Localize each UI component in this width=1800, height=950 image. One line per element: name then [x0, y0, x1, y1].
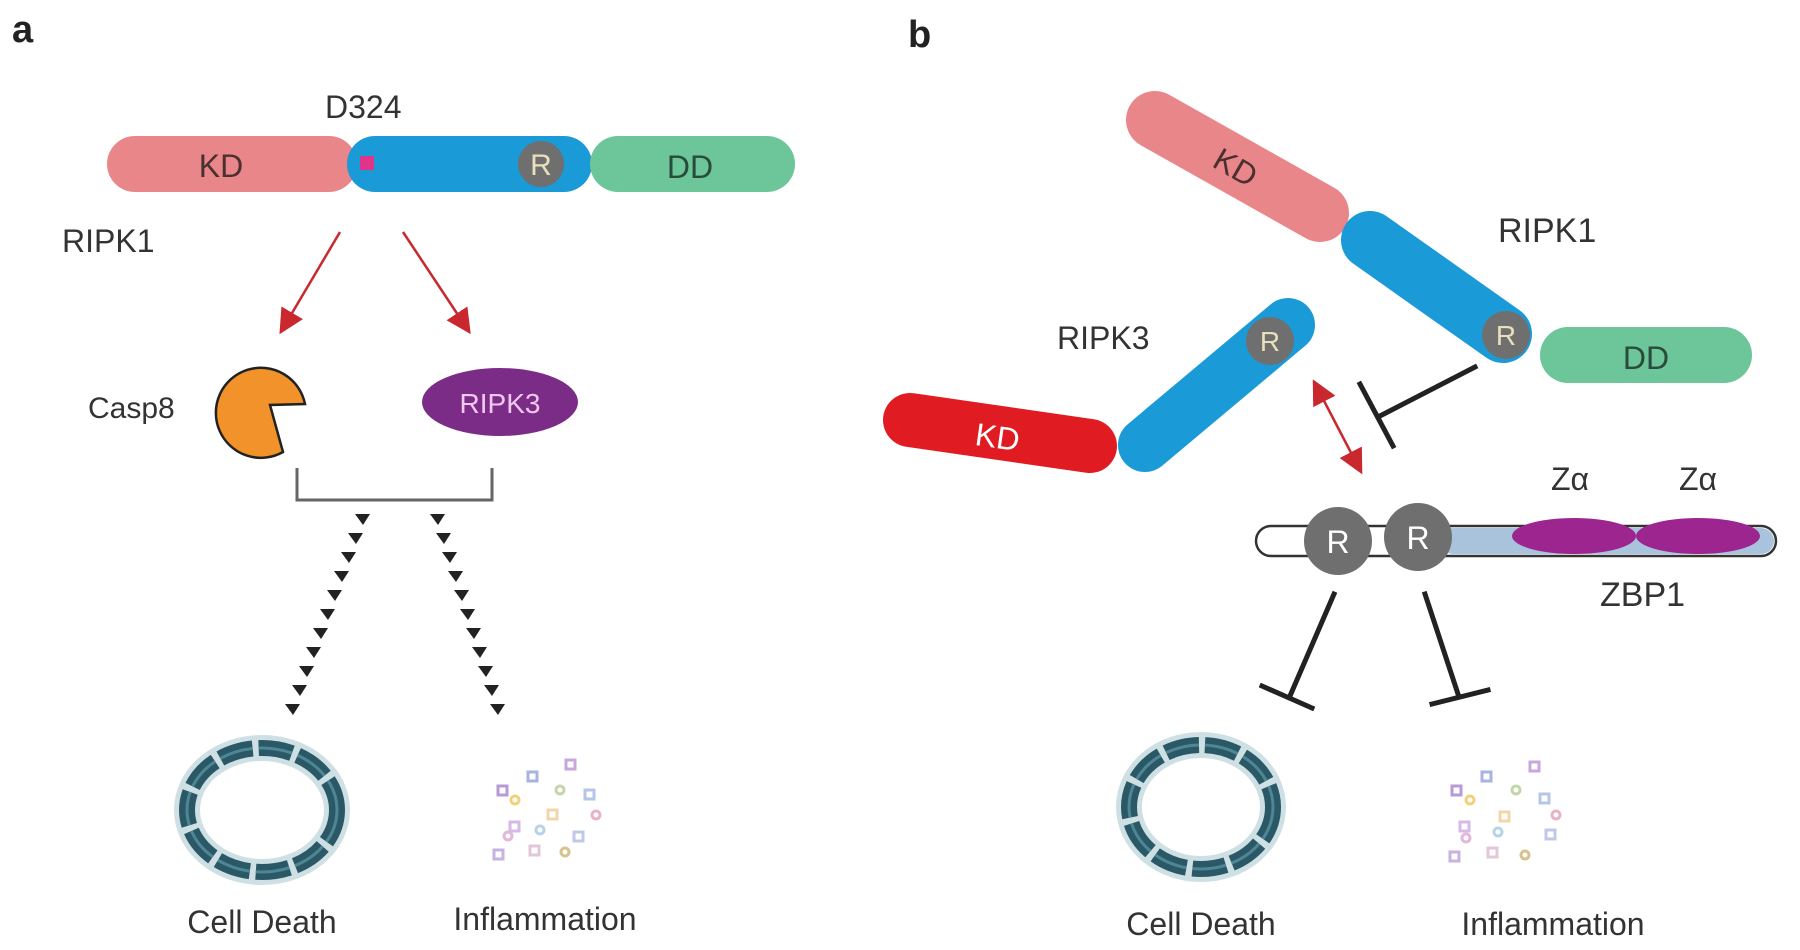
d324-marker — [360, 156, 374, 170]
zbp1-rhim-label-2: R — [1406, 520, 1429, 556]
ripk3-rhim-label: R — [1260, 326, 1280, 357]
zbp1-label: ZBP1 — [1600, 576, 1685, 614]
arrow-to-casp8 — [279, 231, 342, 335]
inflammation-label-b: Inflammation — [1461, 906, 1644, 942]
d324-label: D324 — [325, 89, 402, 125]
ripk1-diagonal: R KD — [1126, 91, 1532, 363]
ripk1-kd-domain-b — [1126, 91, 1349, 242]
cell-death-icon-b — [1116, 732, 1286, 882]
zbp1-inhibition-cell-death — [1258, 590, 1338, 712]
dd-label: DD — [667, 149, 713, 185]
ripk1-dd-domain-b — [1540, 327, 1752, 383]
cell-death-label: Cell Death — [187, 904, 336, 940]
panel-a: a D324 R KD DD RIPK1 Casp8 RIPK3 — [12, 9, 795, 940]
casp8-shape — [214, 366, 307, 460]
cell-death-icon — [174, 735, 350, 885]
rhim-circle — [518, 141, 564, 187]
za-label-1: Zα — [1551, 461, 1589, 497]
ripk1-rhim-label-b: R — [1496, 320, 1516, 351]
ripk1-kd-domain — [107, 136, 357, 192]
chevron-arrow-inflammation — [430, 514, 505, 715]
zbp1-rhim-circle-2 — [1384, 503, 1452, 571]
rhim-label: R — [530, 149, 552, 182]
cell-death-label-b: Cell Death — [1126, 906, 1275, 942]
ripk3-kd-label: KD — [973, 416, 1022, 458]
ripk3-ellipse — [422, 368, 578, 436]
zbp1-rhim-label-1: R — [1326, 524, 1349, 560]
kd-label: KD — [199, 148, 243, 184]
ripk1-linear: R KD DD — [107, 136, 795, 192]
red-double-arrow — [1312, 379, 1363, 475]
ripk3-bent: R KD — [883, 298, 1315, 473]
panel-b-letter: b — [908, 14, 931, 56]
bracket — [295, 468, 494, 502]
ripk1-dd-label-b: DD — [1623, 340, 1669, 376]
chevron-arrow-cell-death — [285, 514, 370, 715]
inflammation-label: Inflammation — [453, 901, 636, 937]
zbp1-rhim-circle-1 — [1304, 507, 1372, 575]
casp8-label: Casp8 — [88, 392, 175, 425]
zbp1-inhibition-inflammation — [1421, 590, 1492, 708]
inflammation-icon — [492, 758, 602, 861]
za-label-2: Zα — [1679, 461, 1717, 497]
panel-a-letter: a — [12, 9, 34, 51]
za-domain-2 — [1636, 518, 1760, 554]
ripk3-label-b: RIPK3 — [1057, 320, 1149, 356]
ripk1-label: RIPK1 — [62, 223, 154, 259]
ripk1-inhibition-bar — [1356, 363, 1479, 450]
zbp1: R R — [1254, 503, 1778, 575]
inflammation-icon-b — [1448, 760, 1562, 863]
ripk1-rhim-circle-b — [1482, 311, 1530, 359]
panel-b: b R KD RIPK1 DD RIPK3 R KD — [883, 14, 1778, 942]
ripk1-dd-domain — [590, 136, 795, 192]
ripk1-intermediate-domain-b — [1341, 211, 1532, 363]
ripk3-rhim-circle — [1246, 317, 1294, 365]
ripk3-ellipse-label: RIPK3 — [460, 388, 541, 419]
ripk1-label-b: RIPK1 — [1498, 212, 1596, 250]
za-domain-1 — [1512, 518, 1636, 554]
arrow-to-ripk3 — [401, 231, 471, 335]
ripk3-kd-domain — [883, 393, 1117, 473]
